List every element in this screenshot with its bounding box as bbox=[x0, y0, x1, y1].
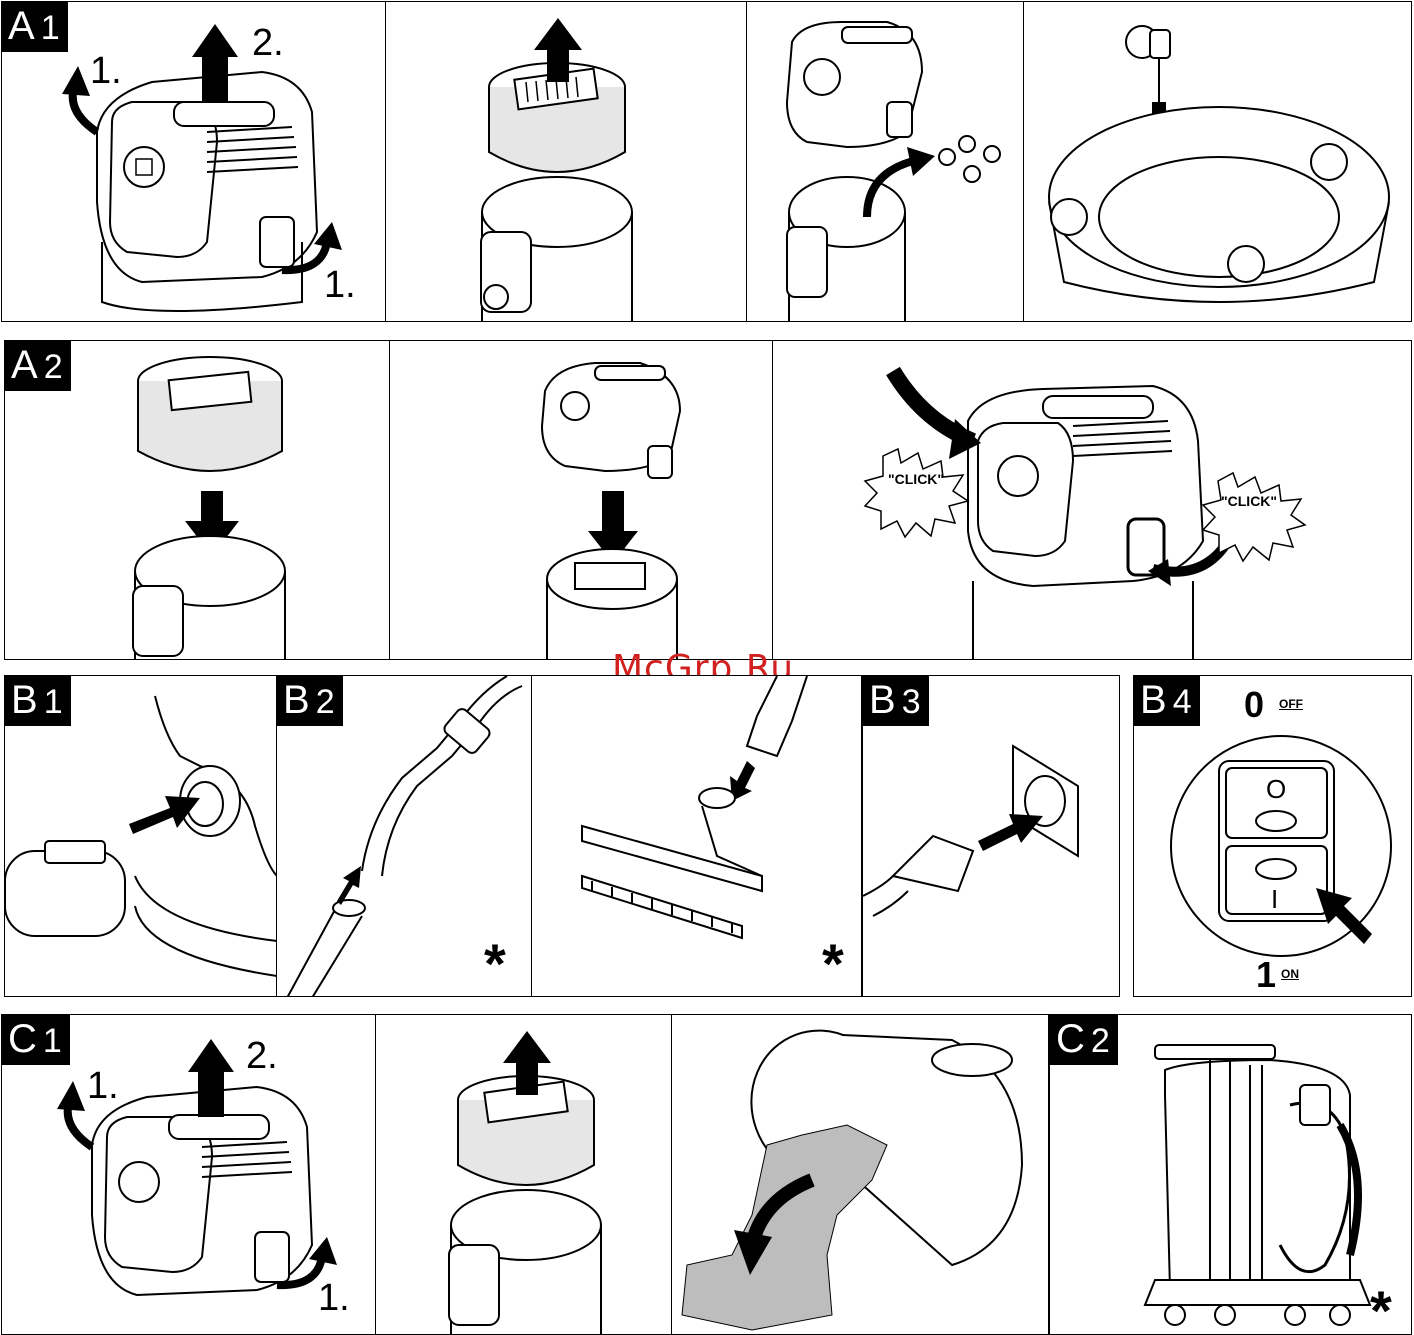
base-castor-illustration bbox=[1024, 2, 1412, 321]
a1-step-insert-castor bbox=[1024, 2, 1412, 321]
castors-illustration bbox=[747, 2, 1024, 321]
a2-step-lock-head: "CLICK" "CLICK" bbox=[773, 341, 1412, 659]
filter-basket-illustration bbox=[376, 1015, 672, 1334]
b2-step-attach-floor-nozzle: * bbox=[532, 676, 862, 996]
step-label: 1. bbox=[90, 50, 122, 93]
c1-step-remove-filter bbox=[376, 1015, 672, 1334]
on-position-value: 1 bbox=[1256, 954, 1276, 996]
switch-off-symbol: O bbox=[1266, 774, 1286, 805]
click-label: "CLICK" bbox=[1221, 493, 1277, 509]
floor-nozzle-illustration bbox=[532, 676, 862, 996]
a2-step-place-head bbox=[390, 341, 773, 659]
step-label: 1. bbox=[87, 1065, 119, 1108]
optional-accessory-mark: * bbox=[1370, 1283, 1392, 1335]
step-label: 2. bbox=[252, 22, 284, 65]
c1-step-empty-container bbox=[672, 1015, 1049, 1334]
click-label: "CLICK" bbox=[888, 471, 944, 487]
optional-accessory-mark: * bbox=[484, 936, 506, 992]
switch-on-symbol: I bbox=[1271, 884, 1278, 915]
step-label: 1. bbox=[324, 264, 356, 307]
step-label: 1. bbox=[318, 1277, 350, 1320]
head-lock-illustration bbox=[773, 341, 1412, 659]
optional-accessory-mark: * bbox=[822, 936, 844, 992]
on-position-label: ON bbox=[1281, 967, 1299, 981]
a1-step-remove-filter bbox=[386, 2, 747, 321]
step-label: 2. bbox=[246, 1035, 278, 1078]
off-position-label: OFF bbox=[1279, 697, 1303, 711]
filter-basket-illustration bbox=[386, 2, 747, 321]
head-place-illustration bbox=[390, 341, 773, 659]
empty-container-illustration bbox=[672, 1015, 1049, 1334]
a1-step-attach-castors bbox=[747, 2, 1024, 321]
off-position-value: 0 bbox=[1244, 684, 1264, 726]
